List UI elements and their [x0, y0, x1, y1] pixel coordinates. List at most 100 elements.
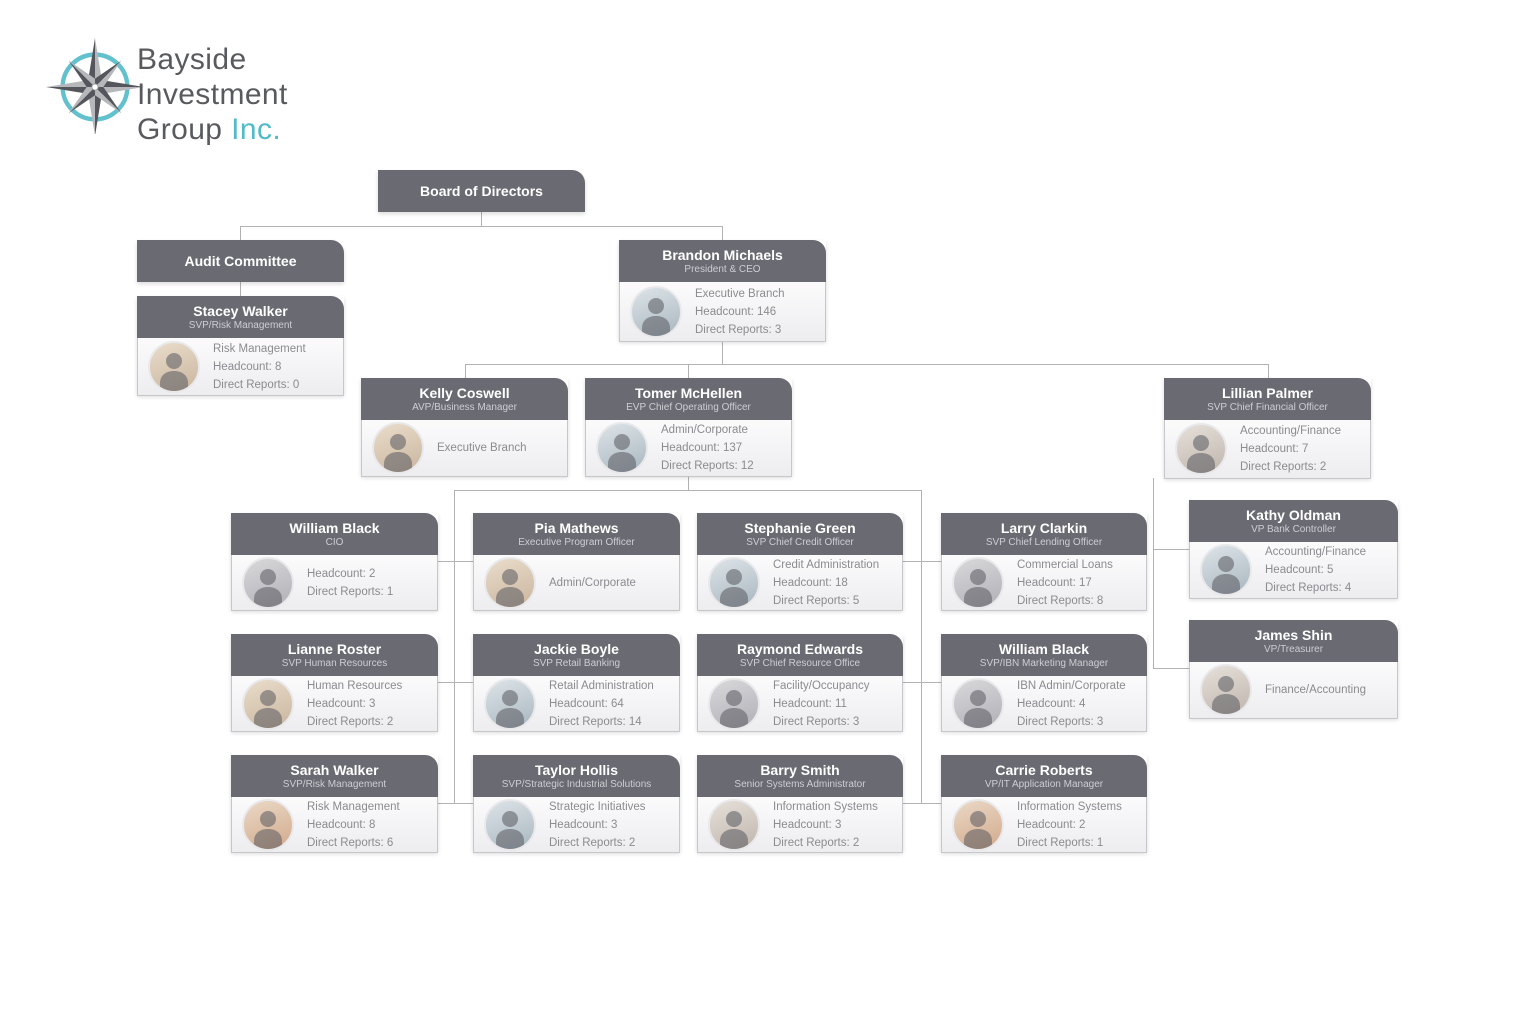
connector-line [465, 364, 1269, 365]
card-header: Raymond Edwards SVP Chief Resource Offic… [697, 634, 903, 676]
avatar [242, 677, 294, 730]
connector-line [454, 490, 455, 804]
card-body: Admin/Corporate Headcount: 137 Direct Re… [585, 420, 792, 477]
org-card-jackie-boyle: Jackie Boyle SVP Retail Banking Retail A… [473, 634, 680, 732]
department-label: Risk Management [307, 800, 400, 813]
person-name: Pia Mathews [534, 520, 619, 536]
card-body: Admin/Corporate [473, 555, 680, 611]
org-card-pia-mathews: Pia Mathews Executive Program Officer Ad… [473, 513, 680, 611]
avatar [148, 340, 200, 393]
connector-line [1268, 364, 1269, 378]
card-body: Risk Management Headcount: 8 Direct Repo… [137, 338, 344, 396]
headcount-label: Headcount: 137 [661, 442, 743, 454]
connector-line [438, 682, 473, 683]
department-label: Executive Branch [695, 287, 785, 300]
direct-reports-label: Direct Reports: 2 [773, 836, 860, 849]
person-name: Carrie Roberts [995, 762, 1093, 778]
card-body: Headcount: 2 Direct Reports: 1 [231, 555, 438, 611]
org-card-board-of-directors: Board of Directors [378, 170, 585, 212]
person-name: Stacey Walker [193, 303, 288, 319]
person-name: Raymond Edwards [736, 641, 864, 657]
connector-line [240, 226, 723, 227]
direct-reports-label: Direct Reports: 8 [1017, 594, 1104, 607]
org-card-lianne-roster: Lianne Roster SVP Human Resources Human … [231, 634, 438, 732]
department-label: Finance/Accounting [1265, 684, 1367, 696]
card-header: James Shin VP/Treasurer [1189, 620, 1398, 662]
logo-line-2: Investment [137, 78, 288, 111]
direct-reports-label: Direct Reports: 1 [1017, 836, 1104, 849]
card-body: Strategic Initiatives Headcount: 3 Direc… [473, 797, 680, 853]
department-label: Admin/Corporate [549, 576, 636, 589]
person-title: SVP Retail Banking [532, 658, 621, 669]
department-label: Human Resources [307, 679, 403, 692]
card-header: Lianne Roster SVP Human Resources [231, 634, 438, 676]
department-label: Retail Administration [549, 679, 654, 692]
card-header: Brandon Michaels President & CEO [619, 240, 826, 282]
card-title: Board of Directors [420, 183, 543, 199]
direct-reports-label: Direct Reports: 12 [661, 460, 754, 472]
headcount-label: Headcount: 3 [549, 818, 618, 831]
direct-reports-label: Direct Reports: 6 [307, 836, 394, 849]
org-card-william-black-cio: William Black CIO Headcount: 2 Direct Re… [231, 513, 438, 611]
card-body: Commercial Loans Headcount: 17 Direct Re… [941, 555, 1147, 611]
card-header: Carrie Roberts VP/IT Application Manager [941, 755, 1147, 797]
card-header: Stephanie Green SVP Chief Credit Officer [697, 513, 903, 555]
connector-line [903, 803, 941, 804]
headcount-label: Headcount: 11 [773, 697, 847, 710]
person-title: SVP/Strategic Industrial Solutions [501, 779, 652, 790]
direct-reports-label: Direct Reports: 1 [307, 585, 394, 598]
card-header: Jackie Boyle SVP Retail Banking [473, 634, 680, 676]
card-header: Kathy Oldman VP Bank Controller [1189, 500, 1398, 542]
headcount-label: Headcount: 5 [1265, 564, 1334, 576]
connector-line [688, 476, 689, 491]
headcount-label: Headcount: 4 [1017, 697, 1086, 710]
connector-line [688, 364, 689, 378]
avatar [952, 677, 1004, 730]
org-card-taylor-hollis: Taylor Hollis SVP/Strategic Industrial S… [473, 755, 680, 853]
card-body: Credit Administration Headcount: 18 Dire… [697, 555, 903, 611]
card-header: Pia Mathews Executive Program Officer [473, 513, 680, 555]
person-title: SVP/Risk Management [188, 320, 293, 331]
logo-line-1: Bayside [137, 43, 247, 76]
person-title: CIO [325, 537, 344, 548]
department-label: IBN Admin/Corporate [1017, 679, 1126, 692]
person-name: William Black [998, 641, 1090, 657]
avatar [372, 422, 424, 474]
avatar [952, 556, 1004, 609]
avatar [242, 556, 294, 609]
card-header: Stacey Walker SVP/Risk Management [137, 296, 344, 338]
card-body: Accounting/Finance Headcount: 5 Direct R… [1189, 542, 1398, 599]
department-label: Facility/Occupancy [773, 679, 870, 692]
person-name: Lillian Palmer [1221, 385, 1314, 401]
direct-reports-label: Direct Reports: 3 [695, 323, 782, 336]
direct-reports-label: Direct Reports: 14 [549, 715, 642, 728]
card-title: Audit Committee [184, 253, 297, 269]
person-name: Barry Smith [760, 762, 840, 778]
org-card-audit-committee: Audit Committee [137, 240, 344, 282]
person-title: SVP Chief Lending Officer [985, 537, 1103, 548]
person-name: Lianne Roster [287, 641, 382, 657]
person-title: SVP/IBN Marketing Manager [979, 658, 1109, 669]
org-card-barry-smith: Barry Smith Senior Systems Administrator… [697, 755, 903, 853]
connector-line [722, 341, 723, 365]
direct-reports-label: Direct Reports: 5 [773, 594, 860, 607]
card-body: Human Resources Headcount: 3 Direct Repo… [231, 676, 438, 732]
connector-line [921, 490, 922, 804]
person-title: SVP/Risk Management [282, 779, 387, 790]
avatar [708, 677, 760, 730]
logo-suffix: Inc. [231, 113, 282, 146]
org-card-sarah-walker: Sarah Walker SVP/Risk Management Risk Ma… [231, 755, 438, 853]
headcount-label: Headcount: 8 [307, 818, 376, 831]
card-header: Barry Smith Senior Systems Administrator [697, 755, 903, 797]
department-label: Commercial Loans [1017, 558, 1113, 571]
department-label: Information Systems [773, 800, 878, 813]
company-logo-text: Bayside Investment Group Inc. [137, 42, 288, 147]
headcount-label: Headcount: 3 [307, 697, 376, 710]
avatar [484, 798, 536, 851]
person-name: Brandon Michaels [662, 247, 783, 263]
org-card-william-black-ibn: William Black SVP/IBN Marketing Manager … [941, 634, 1147, 732]
connector-line [1153, 478, 1154, 669]
headcount-label: Headcount: 3 [773, 818, 842, 831]
connector-line [481, 212, 482, 226]
avatar [484, 677, 536, 730]
